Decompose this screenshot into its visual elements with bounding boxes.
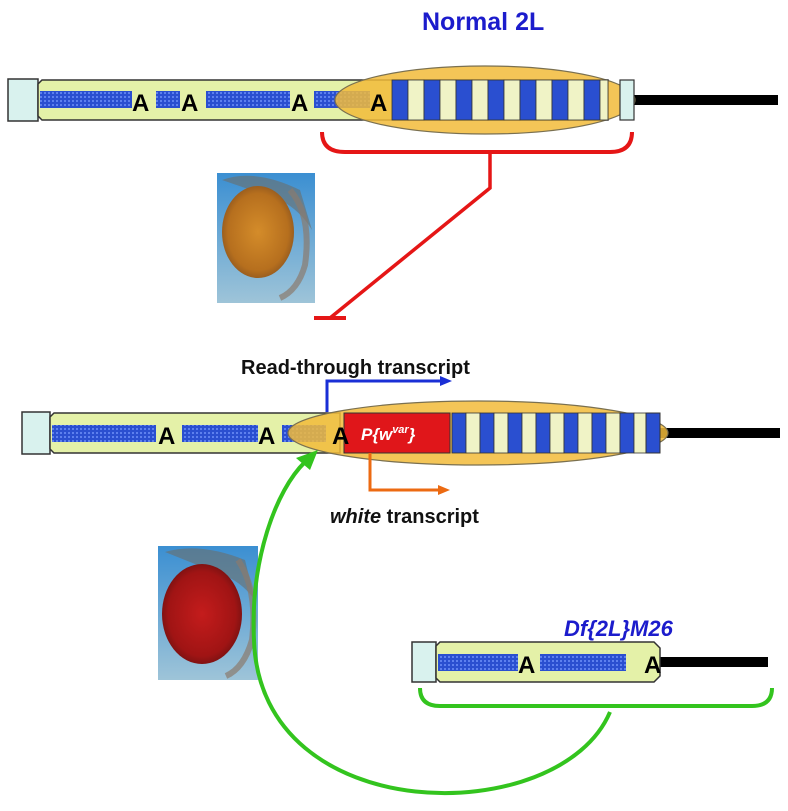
suppression-bracket-curve <box>320 131 634 154</box>
deficiency-2l-centromere-cap <box>411 641 437 683</box>
red-eye-photo <box>158 546 258 680</box>
normal-2l-a-marker-4: A <box>370 90 387 117</box>
normal-2l-centromere-cap <box>7 78 39 122</box>
transgenic-2l-a-marker-3: A <box>332 423 349 450</box>
readthrough-arrow <box>325 376 452 412</box>
deficiency-2l-a-marker-1: A <box>518 652 535 679</box>
transgene-insert-box <box>343 412 451 454</box>
deficiency-2l-repeat-1 <box>438 654 518 671</box>
red-eye <box>162 564 242 664</box>
suppression-bracket <box>314 131 634 320</box>
deficiency-2l-repeat-2 <box>540 654 626 671</box>
orange-eye-photo <box>217 173 315 303</box>
normal-2l-a-marker-3: A <box>291 90 308 117</box>
readthrough-arrow-shaft <box>325 379 440 412</box>
readthrough-arrow-head <box>440 376 452 386</box>
normal-2l-stripes <box>391 79 609 121</box>
transgenic-2l-repeat-2 <box>182 425 258 442</box>
normal-2l-repeat-1 <box>40 91 132 108</box>
transgene-insert-label: P{wvar} <box>361 424 416 444</box>
transgenic-2l-stripes <box>451 412 647 454</box>
white-transcript-arrow <box>368 453 450 495</box>
transgenic-2l-chromosome: P{wvar} A A A <box>21 400 780 466</box>
interaction-arc-curve <box>251 460 612 796</box>
interaction-arc <box>251 450 612 796</box>
normal-2l-a-marker-1: A <box>132 90 149 117</box>
transgenic-2l-telomere-cap <box>645 412 661 454</box>
deficiency-2l-chromosome: A A <box>411 641 768 683</box>
white-transcript-label: white transcript <box>330 506 479 528</box>
normal-2l-a-marker-2: A <box>181 90 198 117</box>
normal-2l-repeat-2 <box>156 91 180 108</box>
white-transcript-arrow-head <box>438 485 450 495</box>
normal-2l-chromosome: A A A A <box>7 65 778 135</box>
transgenic-2l-a-marker-1: A <box>158 423 175 450</box>
deficiency-bracket <box>418 687 774 708</box>
transgenic-2l-a-marker-2: A <box>258 423 275 450</box>
normal-2l-telomere-cap <box>619 79 635 121</box>
deficiency-title: Df{2L}M26 <box>564 616 674 641</box>
normal-2l-repeat-3 <box>206 91 290 108</box>
interaction-arc-head <box>296 450 318 470</box>
transgenic-2l-centromere-cap <box>21 411 51 455</box>
orange-eye <box>222 186 294 278</box>
deficiency-2l-a-marker-2: A <box>644 652 661 679</box>
transgenic-2l-repeat-1 <box>52 425 156 442</box>
normal-2l-title: Normal 2L <box>422 8 544 36</box>
suppression-line <box>328 152 492 320</box>
white-transcript-arrow-shaft <box>368 453 438 492</box>
readthrough-label: Read-through transcript <box>241 357 470 379</box>
